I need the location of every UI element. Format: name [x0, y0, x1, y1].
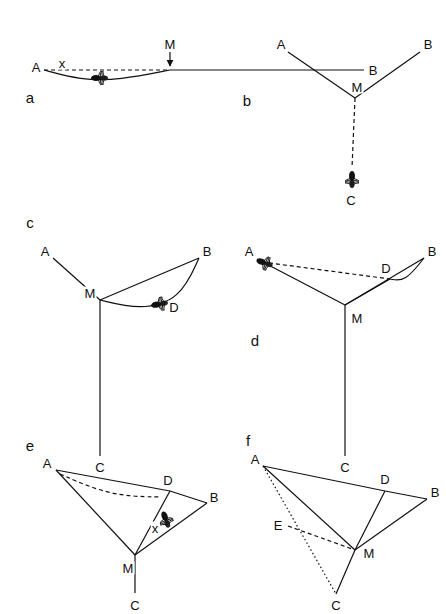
pointer-arrow	[169, 52, 170, 66]
thread	[352, 98, 355, 168]
thread	[288, 52, 355, 98]
point-label: D	[162, 474, 173, 487]
point-label: D	[168, 301, 179, 314]
thread	[288, 526, 355, 550]
point-label: B	[209, 491, 220, 504]
thread	[345, 279, 390, 305]
thread	[44, 69, 170, 70]
thread	[385, 491, 427, 499]
panel-letter: c	[25, 215, 35, 230]
thread	[344, 305, 345, 456]
thread	[99, 300, 100, 456]
panel-letter: e	[25, 438, 35, 453]
point-label: C	[345, 194, 356, 207]
thread	[355, 499, 427, 550]
point-label: A	[250, 453, 261, 466]
thread	[355, 52, 420, 98]
thread	[336, 550, 355, 594]
thread	[345, 258, 424, 305]
panel-letter: a	[25, 90, 35, 105]
spider	[150, 296, 169, 313]
point-label: M	[363, 547, 376, 560]
thread	[263, 466, 355, 550]
point-label: A	[244, 245, 255, 258]
thread	[263, 466, 385, 491]
thread	[263, 466, 336, 594]
sagging-thread	[390, 258, 424, 280]
point-label: D	[380, 262, 391, 275]
thread	[135, 491, 170, 555]
sagging-thread	[100, 258, 199, 307]
spider	[254, 253, 275, 272]
sagging-thread	[60, 474, 160, 497]
point-label: C	[129, 599, 140, 612]
spider	[345, 171, 359, 188]
point-label: C	[94, 461, 105, 474]
point-label: M	[351, 81, 364, 94]
point-label: A	[31, 61, 42, 74]
panel-letter: f	[245, 433, 251, 448]
thread	[56, 470, 170, 491]
thread	[170, 69, 364, 70]
panel-letter: d	[250, 333, 260, 348]
thread	[262, 262, 390, 279]
point-label: B	[368, 64, 379, 77]
thread	[355, 491, 385, 550]
point-label: B	[423, 38, 434, 51]
point-label: A	[276, 38, 287, 51]
point-label: x	[151, 522, 160, 535]
point-label: A	[40, 245, 51, 258]
point-label: A	[42, 457, 53, 470]
thread	[100, 258, 199, 300]
point-label: M	[84, 287, 97, 300]
point-label: B	[430, 486, 441, 499]
spider	[91, 71, 108, 85]
point-label: B	[202, 245, 213, 258]
thread	[53, 258, 100, 300]
thread	[135, 503, 207, 555]
point-label: M	[164, 38, 177, 51]
point-label: D	[379, 473, 390, 486]
point-label: C	[330, 599, 341, 612]
point-label: B	[427, 245, 438, 258]
thread	[170, 491, 207, 503]
point-label: E	[273, 519, 284, 532]
thread	[257, 259, 345, 305]
point-label: C	[339, 461, 350, 474]
panel-letter: b	[242, 93, 252, 108]
thread	[134, 555, 135, 593]
point-label: M	[122, 562, 135, 575]
point-label: M	[351, 312, 364, 325]
point-label: x	[58, 57, 67, 70]
